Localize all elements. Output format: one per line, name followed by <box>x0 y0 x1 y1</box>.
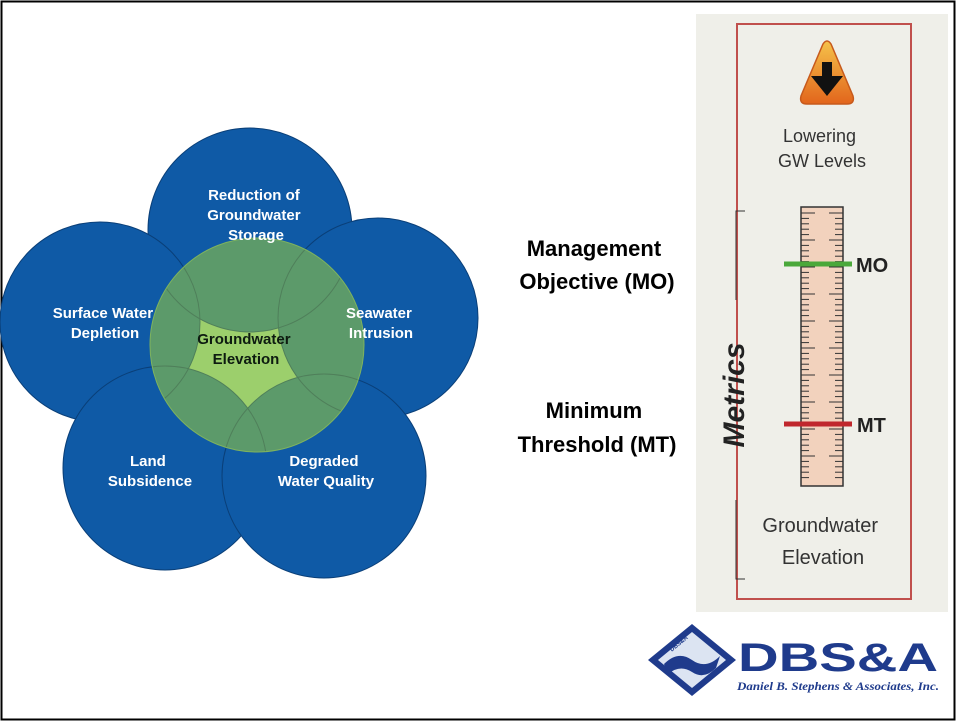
metrics-bracket-top <box>735 210 745 300</box>
label-top: Reduction of Groundwater Storage <box>207 187 305 244</box>
label-left: Surface Water Depletion <box>53 305 157 342</box>
label-management-objective: Management Objective (MO) <box>519 236 674 294</box>
down-arrow-warning-icon <box>799 40 855 105</box>
label-bottom-right: Degraded Water Quality <box>278 453 375 490</box>
metrics-side-label: Metrics <box>718 342 751 447</box>
gauge-panel: Lowering GW Levels Metrics MO MT Groundw… <box>696 14 948 612</box>
label-bottom-left: Land Subsidence <box>108 453 192 490</box>
mt-tag: MT <box>857 415 886 437</box>
label-minimum-threshold: Minimum Threshold (MT) <box>518 398 677 457</box>
logo-brand: DBS&A <box>738 636 938 680</box>
gauge-panel-frame <box>736 23 912 600</box>
ruler-ticks <box>801 212 843 479</box>
logo-tagline: Daniel B. Stephens & Associates, Inc. <box>736 681 939 693</box>
gauge-footer: Groundwater Elevation <box>762 515 883 569</box>
metrics-bracket-bottom <box>735 500 745 580</box>
venn-diagram: Reduction of Groundwater Storage Surface… <box>0 127 479 579</box>
gauge-header: Lowering GW Levels <box>778 126 866 171</box>
logo-diamond-icon: DBS&A <box>648 624 736 696</box>
label-right: Seawater Intrusion <box>346 305 416 342</box>
company-logo: DBS&A DBS&A Daniel B. Stephens & Associa… <box>648 624 939 696</box>
mo-tag: MO <box>856 255 888 277</box>
label-center: Groundwater Elevation <box>197 331 295 368</box>
ruler <box>800 206 844 487</box>
center-overlaps <box>150 238 364 452</box>
